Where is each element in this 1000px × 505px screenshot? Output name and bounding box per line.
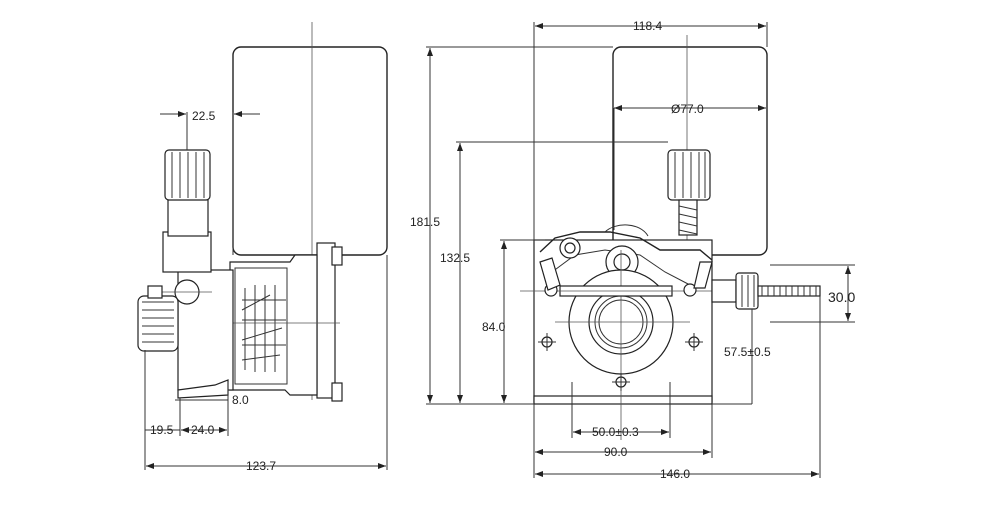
dim-90-0: 90.0 bbox=[604, 445, 628, 459]
dim-181-5: 181.5 bbox=[410, 215, 440, 229]
dim-123-7: 123.7 bbox=[246, 459, 276, 473]
side-flange-bolt-top bbox=[331, 246, 343, 266]
dim-30-0: 30.0 bbox=[828, 289, 855, 305]
dim-22-5: 22.5 bbox=[192, 109, 216, 123]
front-tension-knob bbox=[667, 149, 711, 201]
front-inlet-connector bbox=[735, 272, 759, 310]
dim-132-5: 132.5 bbox=[440, 251, 470, 265]
side-motor-housing bbox=[234, 267, 288, 385]
dim-118-4: 118.4 bbox=[633, 19, 662, 33]
dim-19-5: 19.5 bbox=[150, 423, 174, 437]
dim-77-0: Ø77.0 bbox=[671, 102, 704, 116]
dim-8-0: 8.0 bbox=[232, 393, 249, 407]
side-view: 22.5 8.0 19.5 24.0 123.7 bbox=[137, 22, 388, 473]
side-flange-bolt-bottom bbox=[331, 382, 343, 402]
dim-84-0: 84.0 bbox=[482, 320, 506, 334]
dim-146-0: 146.0 bbox=[660, 467, 690, 481]
side-spool bbox=[232, 46, 388, 256]
front-upper-arm bbox=[539, 231, 713, 261]
dim-50-0: 50.0±0.3 bbox=[592, 425, 639, 439]
side-flange-plate bbox=[316, 242, 336, 399]
front-inlet-nut bbox=[711, 279, 737, 303]
side-inlet-guide bbox=[137, 295, 179, 352]
side-knob-shaft bbox=[167, 197, 209, 237]
side-arm-block bbox=[162, 231, 212, 273]
dim-57-5: 57.5±0.5 bbox=[724, 345, 771, 359]
front-threaded-rod bbox=[757, 285, 821, 297]
dim-24-0: 24.0 bbox=[191, 423, 215, 437]
side-motor-body bbox=[229, 254, 318, 396]
front-view: 118.4 Ø77.0 181.5 132.5 84.0 30.0 57.5±0… bbox=[410, 19, 855, 481]
